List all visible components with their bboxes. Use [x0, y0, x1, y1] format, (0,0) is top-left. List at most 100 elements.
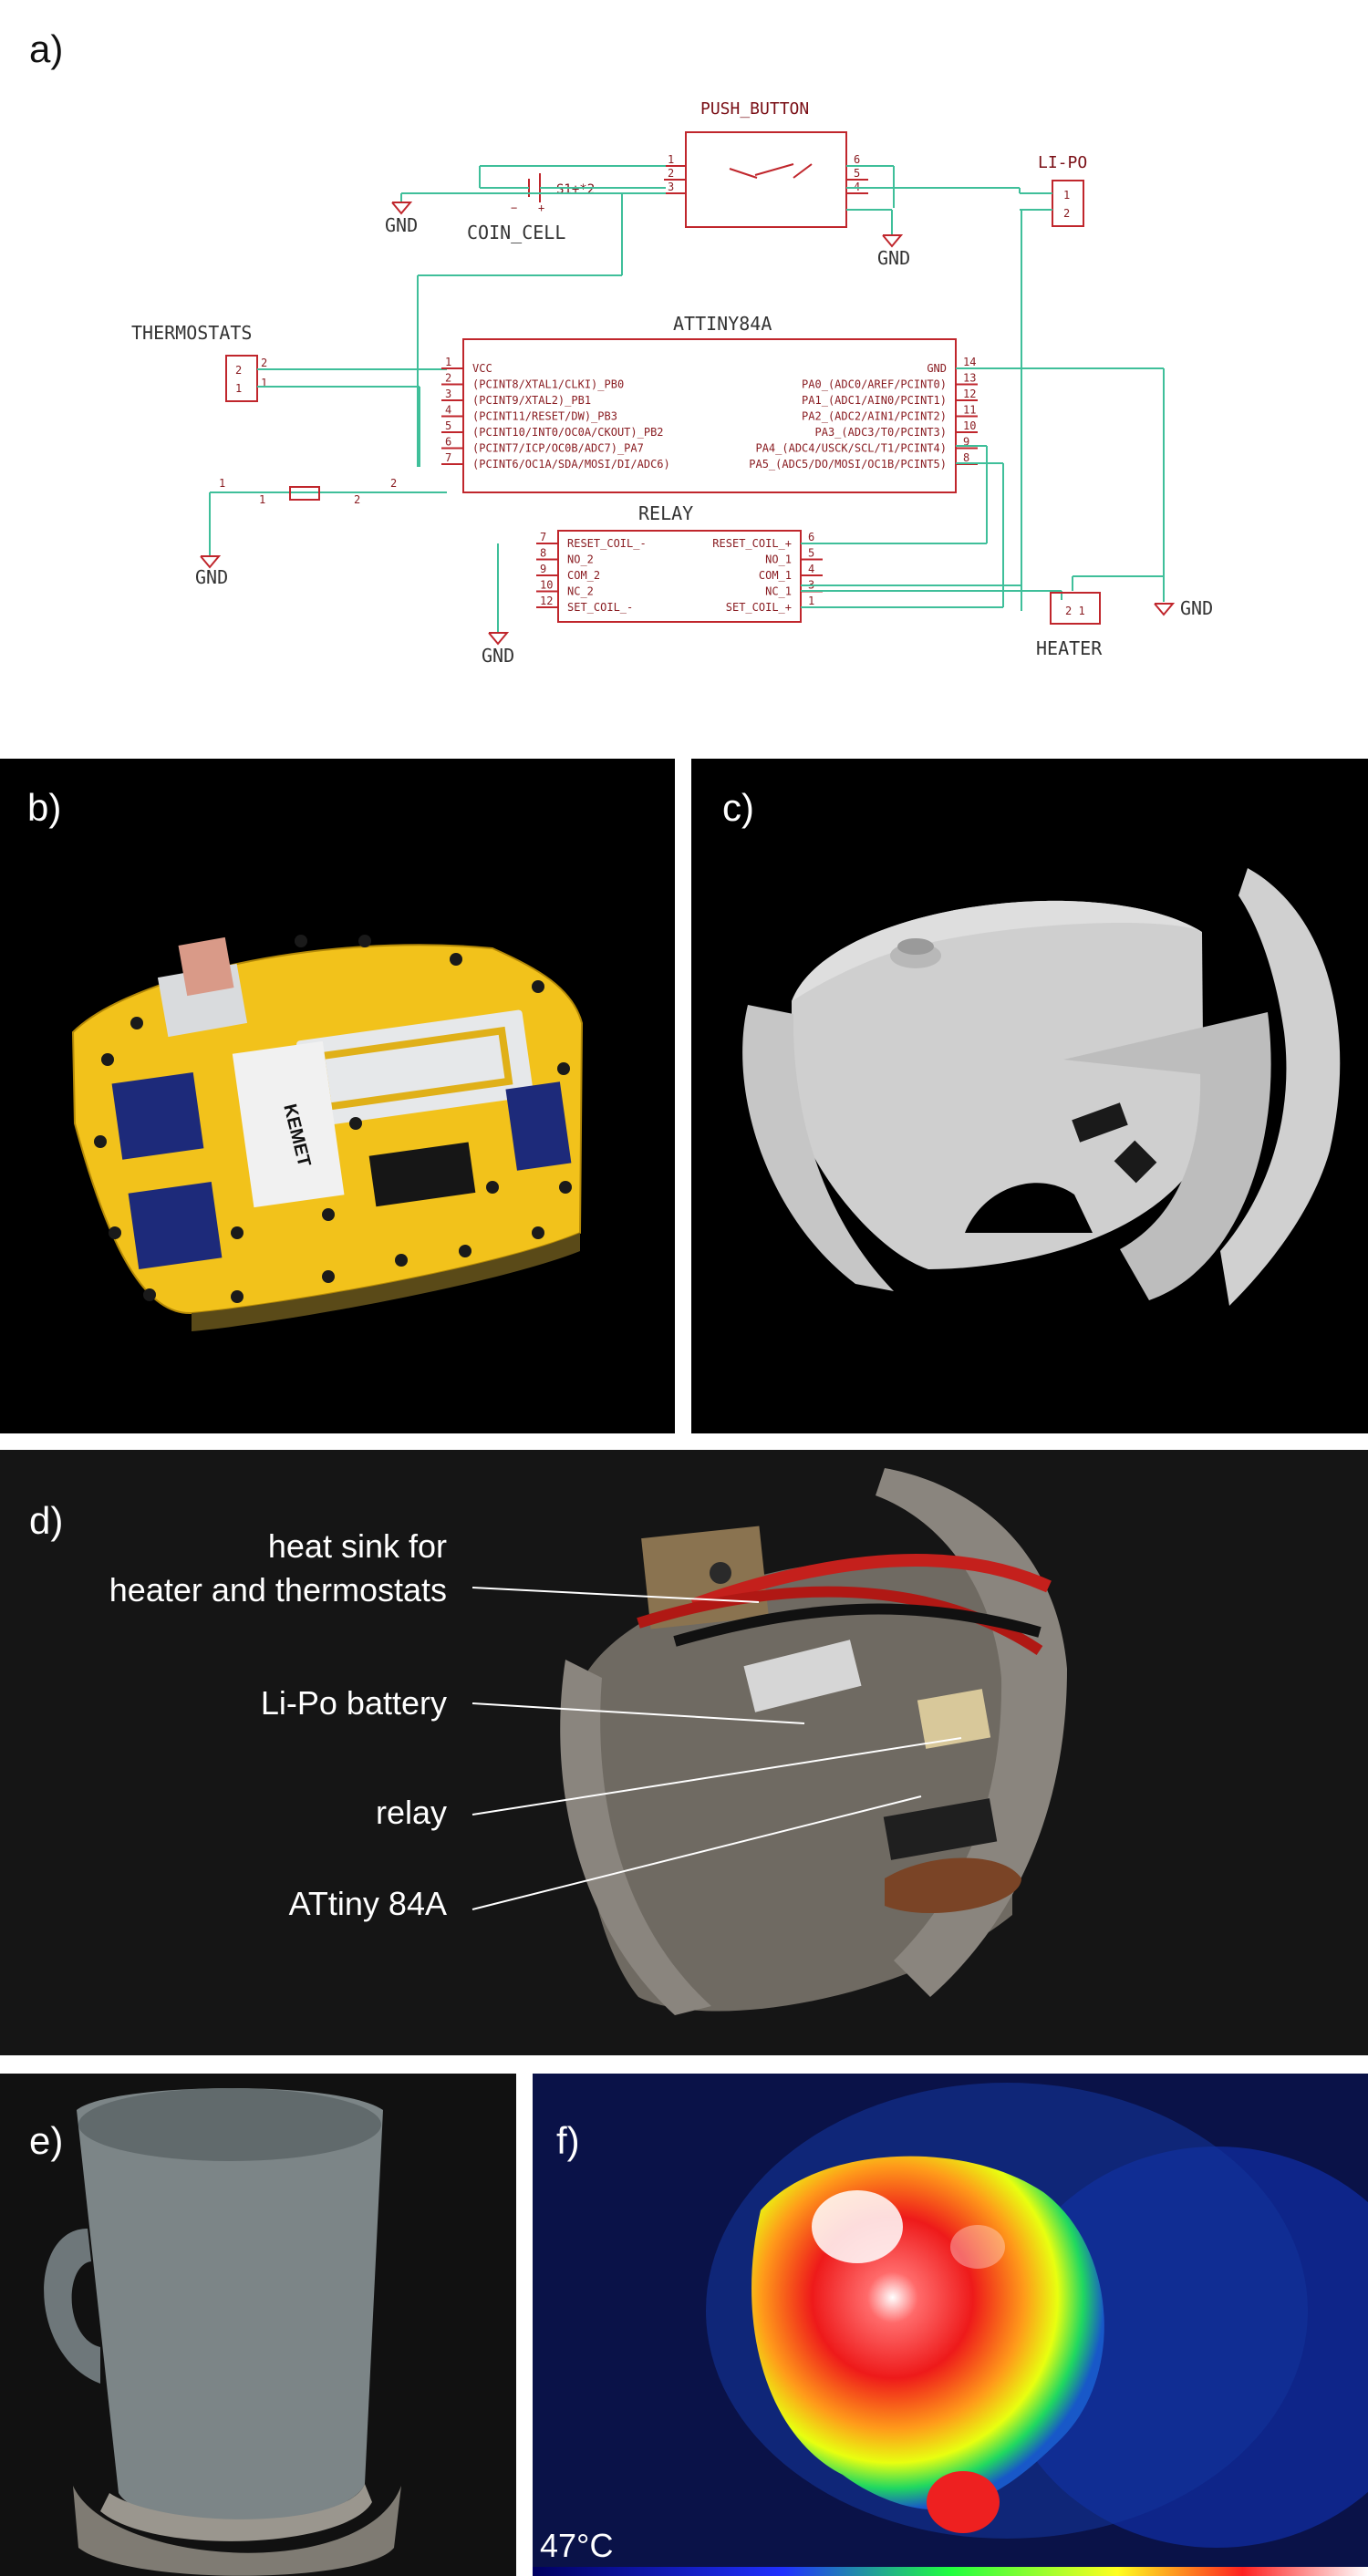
pin-number: 6	[445, 436, 451, 449]
pcb-hole	[559, 1181, 572, 1194]
pin-label: PA5_(ADC5/DO/MOSI/OC1B/PCINT5)	[749, 458, 947, 471]
pin-label: VCC	[472, 362, 492, 375]
svg-text:−: −	[511, 202, 517, 214]
relay-component	[232, 1040, 345, 1208]
enclosure-wall-left	[742, 1005, 894, 1291]
panel-label-c: c)	[722, 786, 754, 829]
callout-line-battery	[472, 1702, 805, 1724]
panel-c-enclosure-render: c)	[691, 759, 1368, 1433]
pin-number: 13	[963, 372, 976, 385]
schematic-svg: PUSH_BUTTON 123 654 LI-PO 1 2 − − + S1+*…	[131, 99, 1213, 667]
pin-number: 12	[540, 595, 553, 607]
jst-connector-3	[505, 1081, 572, 1171]
callout-line-attiny	[472, 1795, 922, 1910]
panel-e-mug-photo: e)	[0, 2074, 516, 2576]
callout-line-heatsink	[472, 1587, 760, 1603]
svg-text:1: 1	[235, 382, 242, 395]
pcb-hole	[450, 953, 462, 966]
pcb-mounting-holes	[94, 935, 572, 1303]
pcb-hole	[130, 1017, 143, 1029]
pin-number: 14	[963, 356, 976, 368]
pin-number: 8	[540, 547, 546, 560]
pcb-hole	[532, 1226, 544, 1239]
thermal-color-scale	[533, 2567, 1368, 2576]
mug-opening	[78, 2088, 381, 2161]
attiny-right-pins: 14GND13PA0_(ADC0/AREF/PCINT0)12PA1_(ADC1…	[749, 356, 978, 471]
svg-text:GND: GND	[385, 214, 418, 236]
pin-label: NC_2	[567, 585, 594, 598]
thermal-svg: 47°C	[533, 2074, 1368, 2576]
pin-label: RESET_COIL_+	[712, 537, 792, 550]
pcb-hole	[231, 1226, 244, 1239]
panel-label-a: a)	[29, 27, 64, 70]
pin-number: 7	[445, 451, 451, 464]
pcb-hole	[322, 1270, 335, 1283]
pin-number: 10	[540, 579, 553, 592]
pin-label: (PCINT9/XTAL2)_PB1	[472, 394, 591, 407]
pin-label: PA2_(ADC2/AIN1/PCINT2)	[802, 410, 947, 423]
pcb-hole	[557, 1062, 570, 1075]
pin-number: 5	[808, 547, 814, 560]
pin-number: 2	[668, 167, 674, 180]
pin-label: GND	[927, 362, 947, 375]
svg-text:2 1: 2 1	[1065, 605, 1085, 617]
coin-cell-label: COIN_CELL	[467, 222, 565, 243]
resistor	[289, 486, 320, 501]
pcb-svg: KEMET	[71, 935, 584, 1331]
pin-number: 6	[808, 531, 814, 543]
thermostats-label: THERMOSTATS	[131, 322, 252, 344]
pin-number: 5	[854, 167, 860, 180]
pin-label: PA1_(ADC1/AIN0/PCINT1)	[802, 394, 947, 407]
pcb-hole	[231, 1290, 244, 1303]
device-photo-svg	[472, 1468, 1067, 2015]
relay-photo	[917, 1689, 991, 1749]
svg-text:2: 2	[261, 357, 267, 369]
pin-label: COM_2	[567, 569, 600, 582]
push-button-label: PUSH_BUTTON	[700, 99, 809, 119]
pin-number: 1	[445, 356, 451, 368]
coin-cell-holder	[296, 1009, 534, 1128]
svg-text:1: 1	[219, 477, 225, 490]
coin-cell-ref: S1+*2	[556, 182, 595, 197]
pcb-hole	[349, 1117, 362, 1130]
mug-handle	[44, 2229, 100, 2384]
panel-d-device-photo: d) heat sink for heater and thermostats …	[0, 1450, 1368, 2055]
device-wall-right	[876, 1468, 1067, 1997]
pin-number: 1	[668, 153, 674, 166]
push-button-left-pins: 123	[664, 153, 686, 194]
lipo-label: LI-PO	[1038, 153, 1087, 172]
relay-label: RELAY	[638, 502, 693, 524]
pin-number: 5	[445, 419, 451, 432]
thermal-temperature: 47°C	[540, 2527, 613, 2564]
svg-text:+: +	[538, 202, 544, 214]
mug-photo-svg	[44, 2087, 401, 2576]
panel-label-d: d)	[29, 1499, 64, 1542]
pin-number: 4	[445, 404, 451, 417]
pin-label: SET_COIL_+	[726, 601, 792, 614]
pin-number: 6	[854, 153, 860, 166]
mug-body	[77, 2087, 383, 2523]
pcb-hole	[295, 935, 307, 947]
thermostats-connector	[225, 355, 258, 402]
pin-number: 7	[540, 531, 546, 543]
pin-number: 12	[963, 388, 976, 400]
pin-label: NO_1	[765, 553, 792, 566]
pin-label: (PCINT11/RESET/DW)_PB3	[472, 410, 617, 423]
enclosure-wall-right	[1220, 868, 1341, 1306]
svg-text:GND: GND	[482, 645, 514, 667]
callout-relay: relay	[375, 1794, 447, 1831]
svg-text:1: 1	[259, 493, 265, 506]
pin-number: 1	[808, 595, 814, 607]
enclosure-floor	[792, 900, 1204, 1269]
callout-attiny: ATtiny 84A	[288, 1885, 447, 1922]
svg-text:1: 1	[1063, 189, 1070, 202]
pin-label: (PCINT10/INT0/OC0A/CKOUT)_PB2	[472, 426, 664, 439]
jst-connector-1	[111, 1072, 204, 1160]
pin-label: NC_1	[765, 585, 792, 598]
pin-number: 8	[963, 451, 969, 464]
pin-label: NO_2	[567, 553, 594, 566]
lipo-battery	[743, 1640, 862, 1712]
pcb-hole	[486, 1181, 499, 1194]
callout-battery: Li-Po battery	[260, 1684, 447, 1722]
